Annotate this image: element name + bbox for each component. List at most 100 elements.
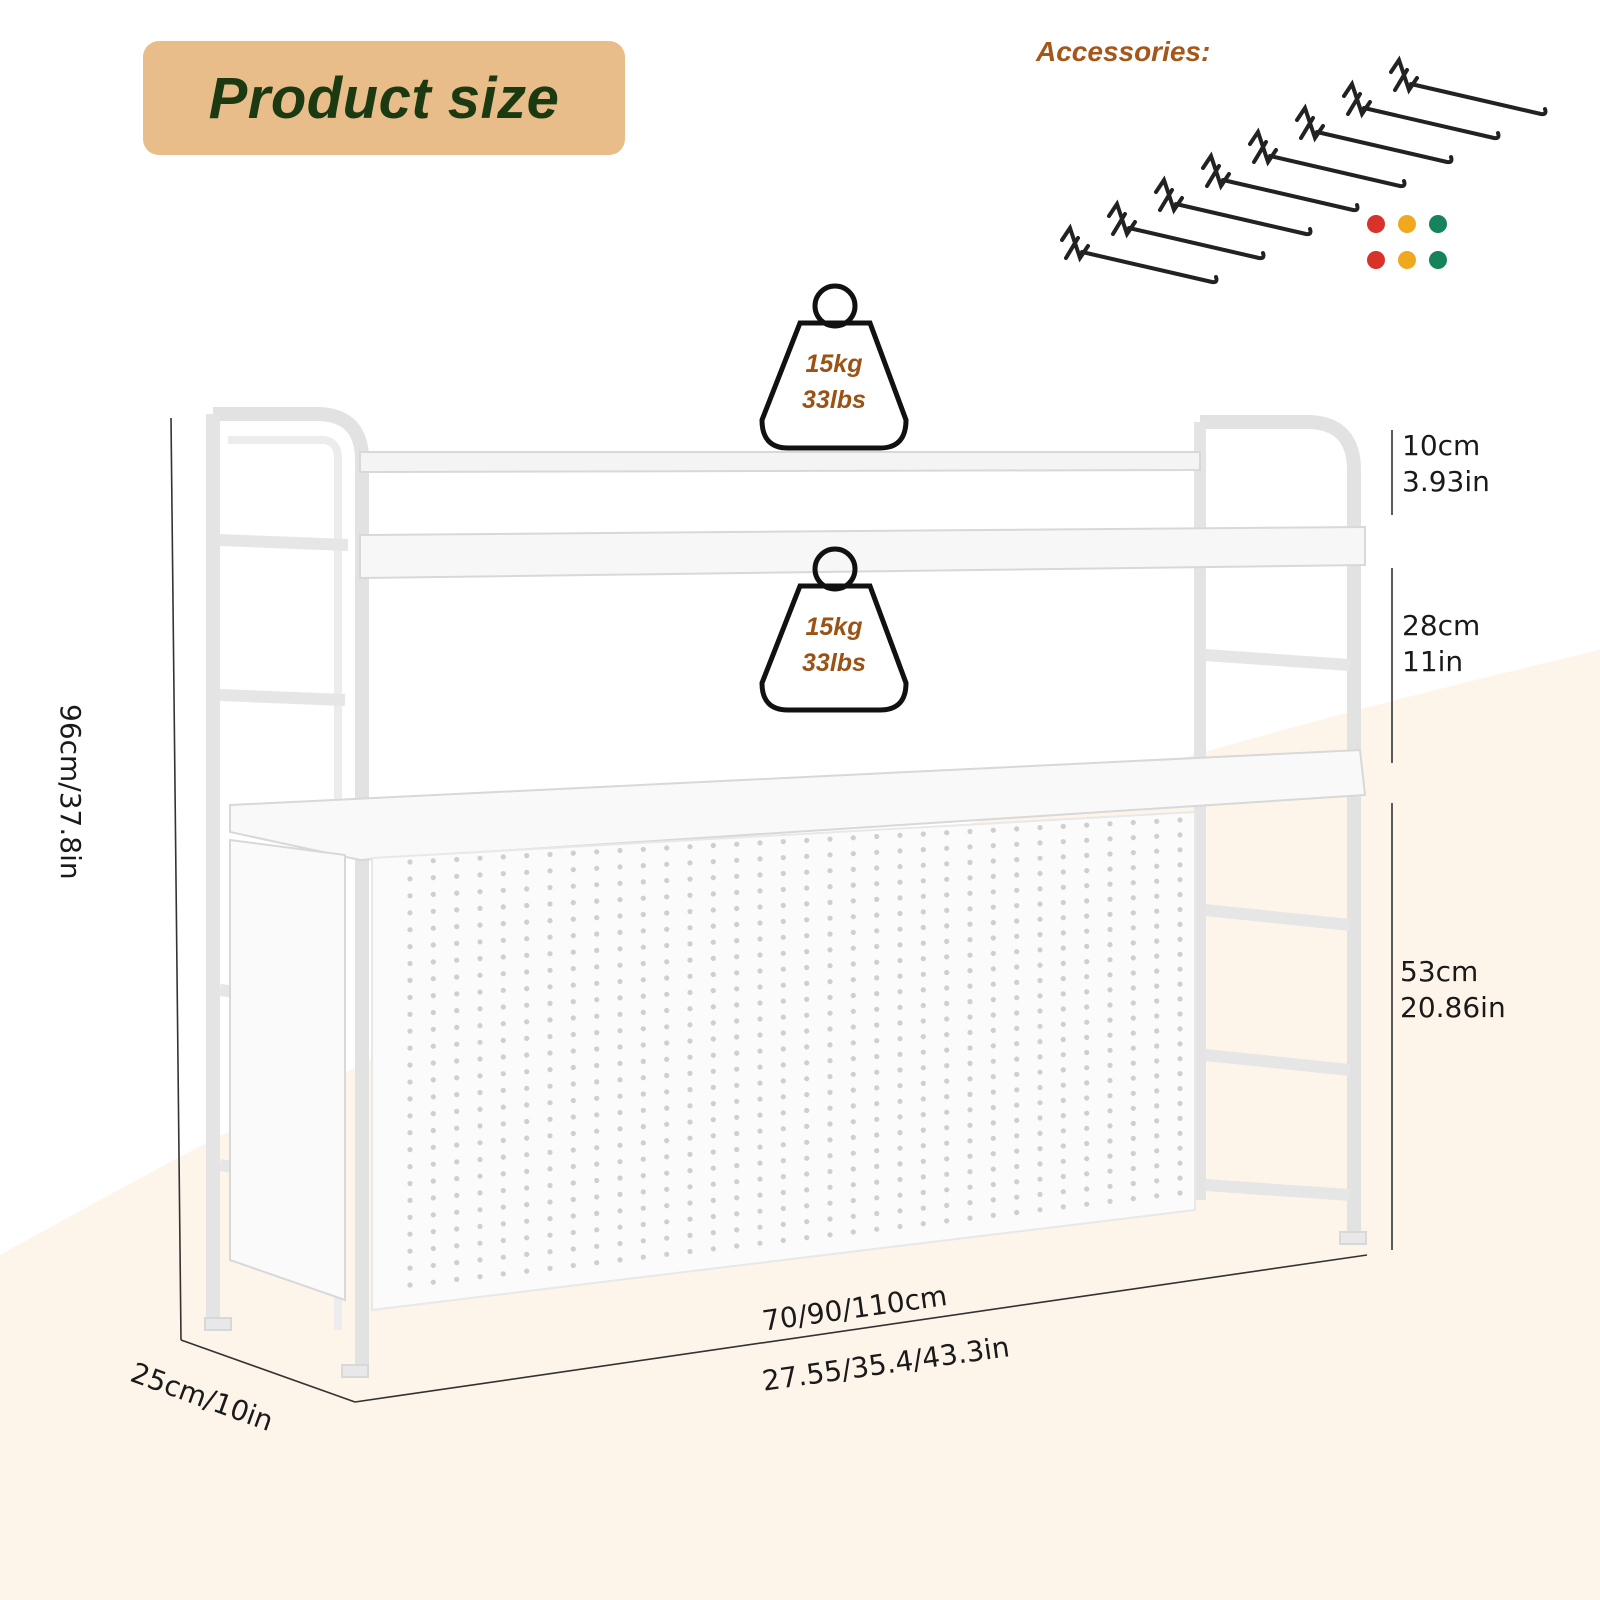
peg-hole	[1014, 1056, 1020, 1062]
peg-hole	[640, 1238, 646, 1244]
peg-hole	[570, 1048, 576, 1054]
peg-hole	[1177, 921, 1183, 928]
peg-hole	[1084, 913, 1090, 919]
peg-hole	[1154, 953, 1160, 959]
peg-hole	[1107, 896, 1113, 902]
peg-hole	[874, 1101, 880, 1107]
peg-hole	[897, 1020, 903, 1026]
peg-hole	[1177, 892, 1183, 898]
peg-hole	[850, 1166, 856, 1172]
peg-hole	[1060, 1006, 1066, 1012]
peg-hole	[1154, 863, 1160, 869]
peg-hole	[710, 1052, 716, 1058]
peg-hole	[897, 848, 903, 854]
peg-hole	[827, 1089, 833, 1095]
peg-hole	[477, 1173, 483, 1179]
peg-hole	[547, 1083, 553, 1089]
peg-hole	[1037, 1069, 1043, 1075]
peg-hole	[570, 1246, 576, 1252]
peg-hole	[430, 875, 436, 881]
peg-hole	[1107, 1093, 1113, 1099]
shelf-unit	[204, 407, 1367, 1378]
peg-hole	[547, 1232, 553, 1238]
peg-hole	[944, 892, 950, 898]
peg-hole	[757, 1240, 763, 1246]
peg-hole	[850, 1103, 856, 1109]
peg-hole	[780, 839, 786, 845]
peg-hole	[547, 1149, 553, 1155]
peg-hole	[1037, 886, 1043, 892]
peg-hole	[664, 1121, 670, 1127]
peg-hole	[1154, 968, 1160, 974]
peg-hole	[617, 1208, 623, 1214]
peg-hole	[990, 935, 996, 941]
peg-hole	[524, 986, 530, 992]
peg-hole	[850, 1119, 856, 1125]
peg-hole	[850, 866, 856, 873]
peg-hole	[734, 1211, 740, 1217]
peg-hole	[570, 1031, 576, 1038]
peg-hole	[477, 1240, 483, 1246]
peg-hole	[1177, 862, 1183, 868]
peg-hole	[967, 1060, 973, 1066]
peg-hole	[1037, 1115, 1043, 1121]
peg-hole	[920, 1205, 926, 1211]
peg-hole	[594, 865, 600, 871]
peg-hole	[594, 1079, 600, 1085]
peg-hole	[1060, 1021, 1066, 1027]
peg-hole	[967, 859, 973, 866]
peg-hole	[1154, 1028, 1160, 1034]
peg-hole	[757, 1224, 763, 1230]
peg-hole	[1130, 1196, 1136, 1202]
peg-hole	[1014, 979, 1020, 986]
peg-hole	[850, 977, 856, 983]
peg-hole	[734, 1163, 740, 1169]
peg-hole	[734, 905, 740, 912]
peg-hole	[430, 959, 436, 965]
peg-hole	[477, 872, 483, 878]
peg-hole	[874, 1038, 880, 1044]
peg-hole	[734, 970, 740, 976]
peg-hole	[1154, 938, 1160, 944]
peg-hole	[594, 1046, 600, 1052]
peg-hole	[874, 833, 880, 840]
peg-hole	[710, 1036, 716, 1042]
peg-hole	[407, 1265, 413, 1271]
peg-hole	[1154, 908, 1160, 914]
peg-hole	[547, 1199, 553, 1205]
peg-hole	[570, 1097, 576, 1104]
peg-hole	[944, 1000, 950, 1007]
peg-hole	[1154, 848, 1160, 854]
peg-hole	[944, 1094, 950, 1100]
peg-hole	[570, 1262, 576, 1269]
peg-hole	[1177, 832, 1183, 838]
peg-hole	[640, 1091, 646, 1097]
peg-hole	[547, 1017, 553, 1023]
peg-hole	[430, 1043, 436, 1049]
accessories-label: Accessories:	[1036, 36, 1211, 67]
peg-hole	[804, 1044, 810, 1050]
peg-hole	[827, 1105, 833, 1111]
peg-hole	[990, 858, 996, 864]
peg-hole	[547, 884, 553, 891]
peg-hole	[780, 870, 786, 877]
peg-hole	[1130, 1030, 1136, 1036]
peg-hole	[687, 1006, 693, 1012]
peg-hole	[454, 890, 460, 896]
peg-hole	[477, 1140, 483, 1146]
peg-hole	[804, 917, 810, 923]
peg-hole	[430, 1212, 436, 1218]
peg-hole	[1060, 854, 1066, 860]
peg-hole	[1130, 940, 1136, 946]
peg-hole	[757, 888, 763, 894]
peg-hole	[990, 889, 996, 895]
peg-hole	[617, 1224, 623, 1230]
peg-hole	[454, 1142, 460, 1148]
peg-hole	[967, 1091, 973, 1097]
peg-hole	[734, 986, 740, 992]
peg-hole	[1014, 1087, 1020, 1093]
peg-hole	[617, 897, 623, 903]
peg-hole	[710, 1149, 716, 1155]
peg-hole	[407, 1282, 413, 1288]
peg-hole	[500, 987, 506, 993]
